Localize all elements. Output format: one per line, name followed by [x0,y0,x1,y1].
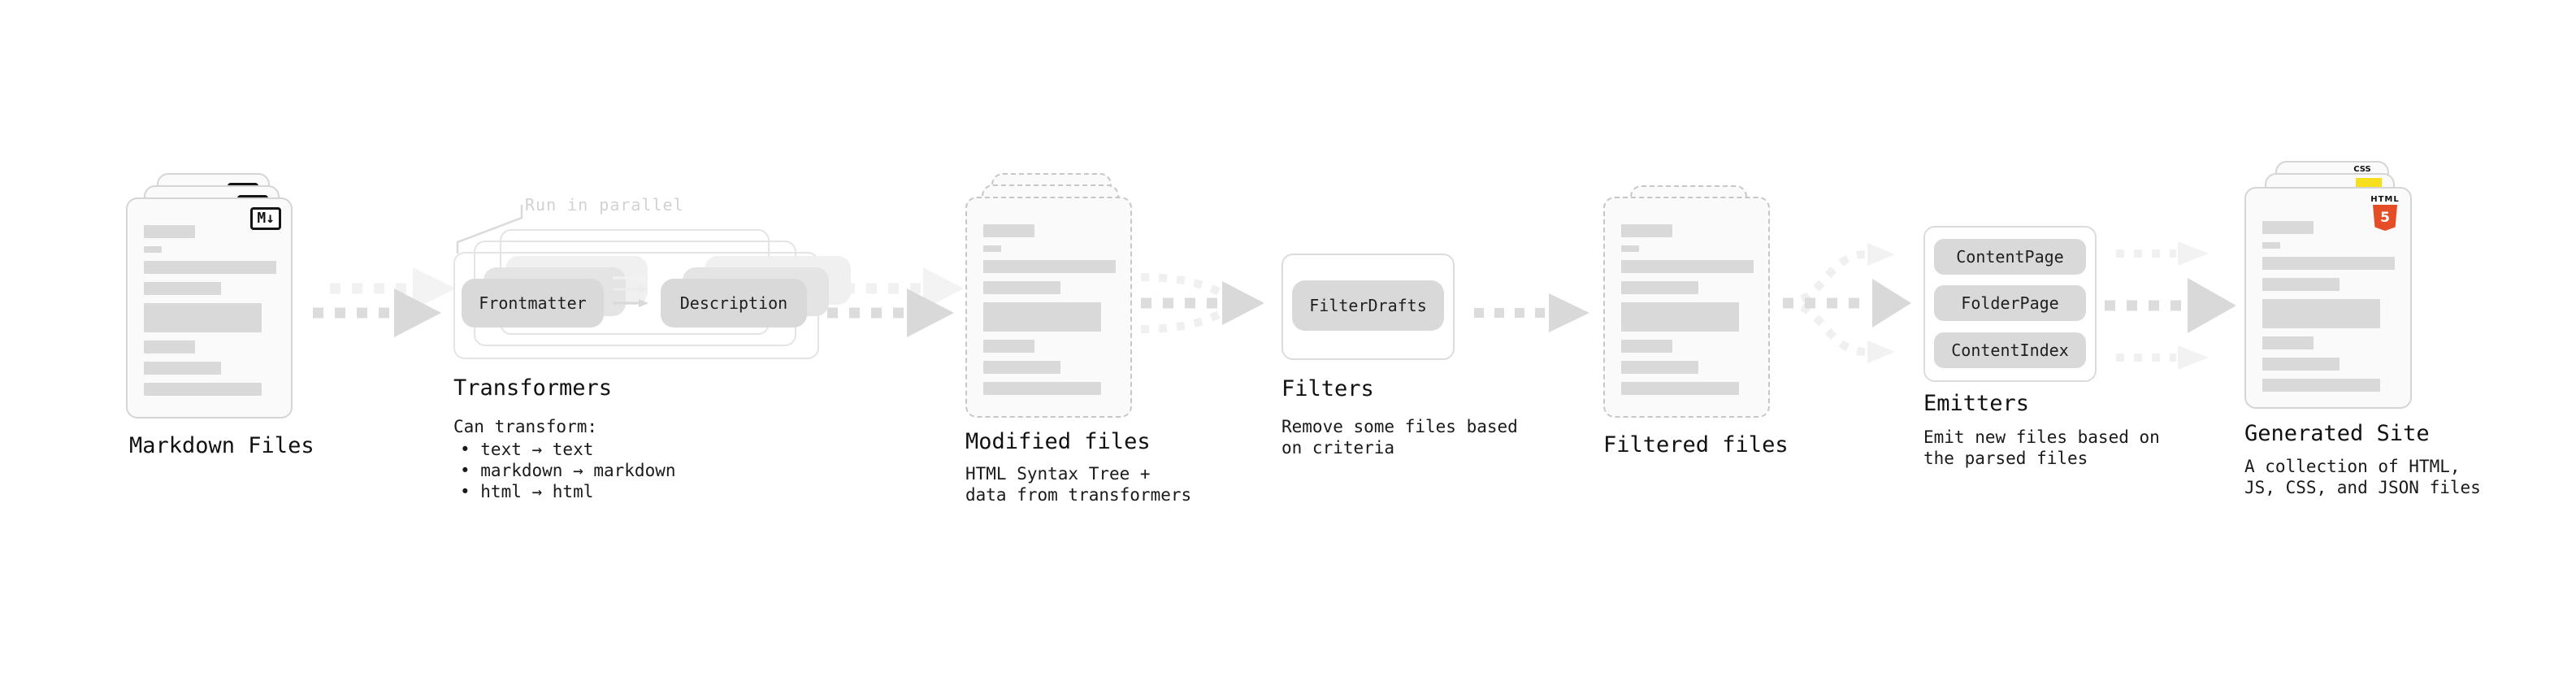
stage-label-markdown-files: Markdown Files [129,433,314,458]
document-card: M↓ [126,197,293,419]
modified-files-desc-line1: HTML Syntax Tree + [965,464,1151,484]
note-leader-line [456,205,523,254]
generated-site-desc-line2: JS, CSS, and JSON files [2244,478,2481,497]
transformers-desc-heading: Can transform: [453,417,598,436]
transformers-bullet: • markdown → markdown [460,461,676,480]
html5-icon: HTML 5 [2370,195,2400,231]
text-placeholder-bars [2262,221,2395,400]
stage-label-filters: Filters [1281,376,1374,401]
emitter-node-contentpage: ContentPage [1934,239,2086,275]
markdown-files-group: M↓ M↓ M↓ Markdown Files [126,173,314,458]
filtered-files-group: Filtered files [1603,185,1789,458]
modified-files-stack [965,173,1132,418]
generated-site-stack: CSS HTML 5 [2244,161,2412,409]
parallel-mini-arrows [613,274,648,307]
text-placeholder-bars [144,225,276,404]
text-placeholder-bars [983,224,1116,403]
markdown-icon: M↓ [250,207,281,230]
generated-site-group: CSS HTML 5 Generated Site A collection o… [2244,161,2481,497]
filters-desc-line2: on criteria [1281,438,1395,458]
arrow-emitters-to-generated [2105,241,2236,370]
arrow-transformers-to-modified [827,267,964,337]
arrow-filtered-to-emitters [1783,243,1911,363]
emitters-desc-line1: Emit new files based on [1923,427,2160,447]
document-card: HTML 5 [2244,187,2412,409]
arrow-markdown-to-transformers [313,267,456,337]
run-in-parallel-note: Run in parallel [525,195,684,215]
markdown-files-stack: M↓ M↓ M↓ [126,173,293,419]
stage-label-modified-files: Modified files [965,429,1151,454]
arrow-modified-to-filters [1140,273,1264,333]
html5-icon-number: 5 [2380,210,2390,226]
stage-label-transformers: Transformers [453,375,613,401]
stage-label-generated-site: Generated Site [2244,421,2430,446]
filtered-files-stack [1603,185,1770,418]
transformers-bullet: • html → html [460,482,594,501]
transformer-node-description: Description [661,279,807,327]
css-icon-word: CSS [2353,165,2371,174]
filter-node-filterdrafts: FilterDrafts [1292,280,1444,331]
document-card [965,197,1132,418]
emitters-desc-line2: the parsed files [1923,449,2088,468]
stage-label-emitters: Emitters [1923,391,2030,416]
text-placeholder-bars [1621,224,1754,403]
filters-box: FilterDrafts [1281,254,1455,360]
document-card [1603,197,1770,418]
arrow-filters-to-filtered [1474,293,1589,332]
transformer-node-frontmatter: Frontmatter [462,279,604,327]
emitter-node-contentindex: ContentIndex [1934,332,2086,368]
emitters-box: ContentPage FolderPage ContentIndex [1923,226,2097,382]
transformers-bullet: • text → text [460,440,594,459]
html5-icon-shield: 5 [2373,205,2397,231]
modified-files-group: Modified files HTML Syntax Tree + data f… [965,173,1191,505]
modified-files-desc-line2: data from transformers [965,485,1192,505]
stage-label-filtered-files: Filtered files [1603,432,1789,458]
html5-icon-word: HTML [2370,195,2400,204]
generated-site-desc-line1: A collection of HTML, [2244,457,2461,476]
emitter-node-folderpage: FolderPage [1934,285,2086,321]
filters-desc-line1: Remove some files based [1281,417,1518,436]
